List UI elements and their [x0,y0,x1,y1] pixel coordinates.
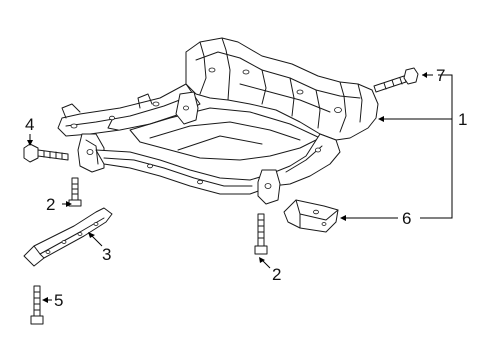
frame-assembly [57,37,379,205]
callout-7: 7 [436,66,445,85]
callout-labels: 7 1 6 4 2 3 2 5 [25,66,467,310]
callout-1: 1 [458,110,467,129]
callout-4: 4 [25,115,34,134]
bracket-part-6 [283,199,339,233]
bolt-part-4 [23,143,69,163]
bolt-part-5 [30,285,44,325]
callout-5: 5 [54,291,63,310]
bolt-part-7 [373,67,419,93]
callout-2-right: 2 [272,265,281,284]
callout-3: 3 [102,245,111,264]
rail-part-3 [23,207,113,267]
callout-2-left: 2 [46,195,55,214]
leader-lines [27,72,453,303]
bolt-part-2-left [68,177,82,207]
bolt-part-2-right [254,213,268,255]
callout-6: 6 [402,209,411,228]
